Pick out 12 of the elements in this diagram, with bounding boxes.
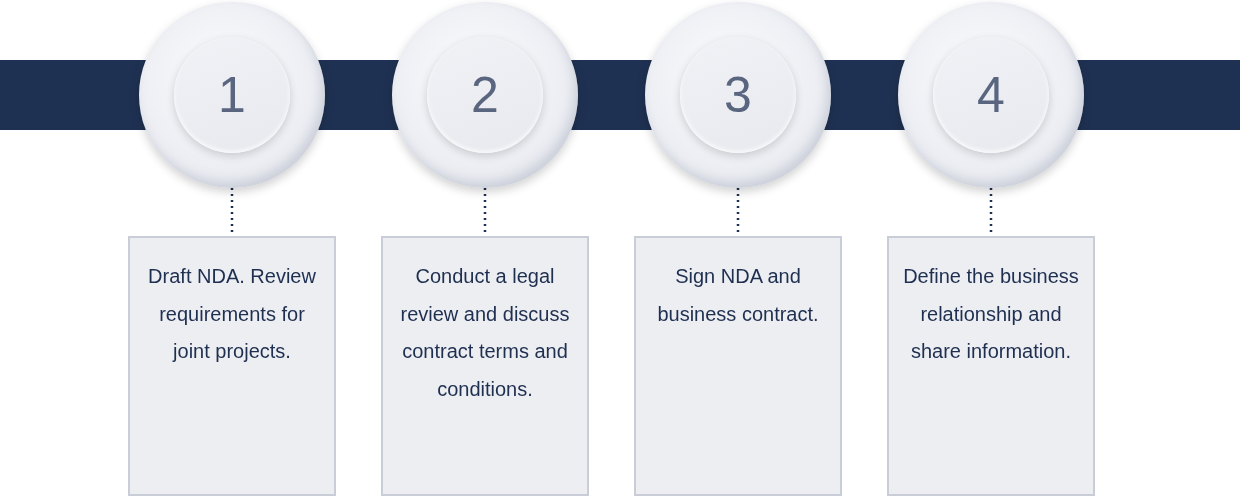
step-card — [634, 236, 842, 496]
step-number: 3 — [724, 66, 752, 124]
step-number: 2 — [471, 66, 499, 124]
step-card — [887, 236, 1095, 496]
step-card — [381, 236, 589, 496]
step-number: 4 — [977, 66, 1005, 124]
step-description: Conduct a legal review and discuss contract terms and conditions. — [399, 264, 571, 402]
step-number: 1 — [218, 66, 246, 124]
step-card — [128, 236, 336, 496]
step-description: Define the business relationship and share information. — [903, 264, 1079, 364]
step-description: Sign NDA and business contract. — [656, 264, 820, 327]
step-description: Draft NDA. Review requirements for joint projects. — [147, 264, 317, 364]
